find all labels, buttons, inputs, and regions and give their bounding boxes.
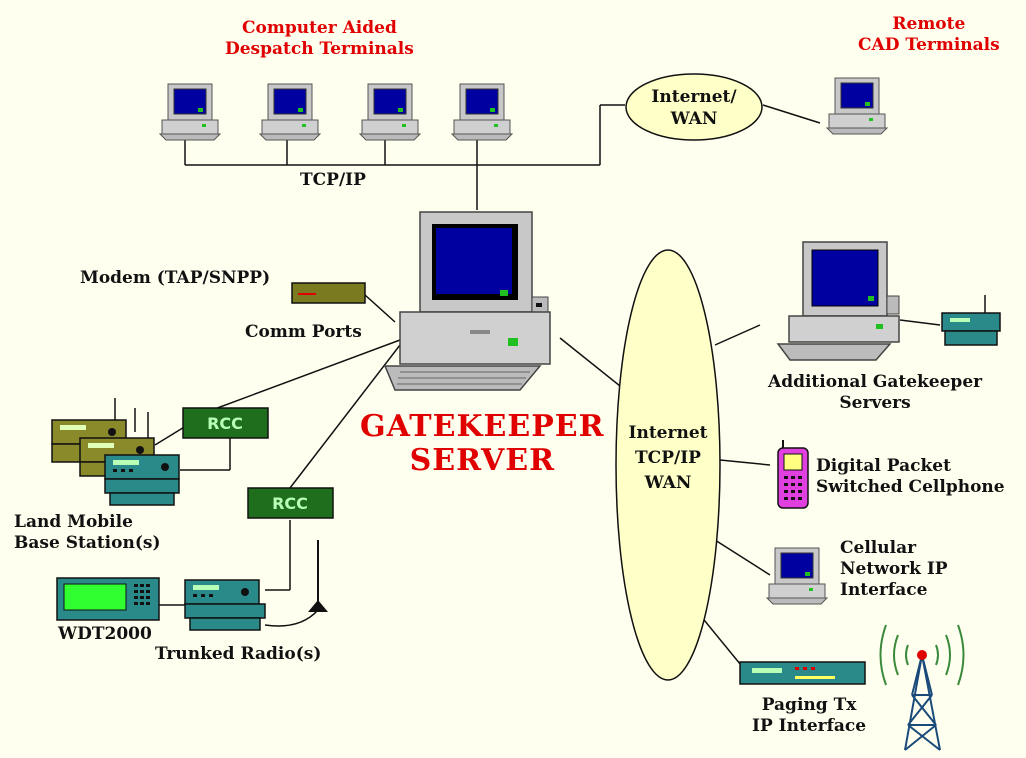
cad-terminals-title: Computer Aided Despatch Terminals: [225, 18, 414, 59]
computer-icon: [159, 83, 221, 141]
radio-icon: [184, 579, 266, 631]
remote-cad-title: Remote CAD Terminals: [858, 14, 1000, 55]
additional-gatekeeper-label: Additional Gatekeeper Servers: [768, 372, 983, 413]
computer-icon: [359, 83, 421, 141]
rcc-box-icon: RCC: [182, 407, 269, 439]
modem-label: Modem (TAP/SNPP): [80, 268, 271, 288]
radio-icon: [941, 295, 1001, 346]
wdt2000-label: WDT2000: [58, 624, 152, 644]
modem-icon: [291, 282, 366, 304]
computer-icon: [826, 77, 888, 135]
tcpip-label: TCP/IP: [300, 170, 366, 190]
internet-wan-label-line2: WAN: [670, 109, 718, 129]
radio-icon: [51, 398, 180, 506]
internet-tcpip-wan-cloud: [615, 249, 721, 681]
antenna-icon: [308, 540, 328, 612]
cellular-network-label: Cellular Network IP Interface: [840, 538, 948, 600]
rcc-label-2: RCC: [272, 494, 308, 513]
rcc-label-1: RCC: [207, 414, 243, 433]
wan-label-line3: WAN: [644, 473, 692, 493]
cellphone-icon: [777, 440, 809, 509]
computer-icon: [259, 83, 321, 141]
internet-wan-cloud: [625, 73, 763, 141]
internet-wan-label-line1: Internet/: [651, 87, 737, 107]
computer-icon: [451, 83, 513, 141]
trunked-radio-label: Trunked Radio(s): [155, 644, 322, 664]
cellphone-label: Digital Packet Switched Cellphone: [816, 456, 1005, 497]
paging-transmitter-icon: [739, 661, 866, 685]
server-icon: [383, 211, 551, 391]
computer-icon: [766, 547, 828, 605]
rcc-box-icon: RCC: [247, 487, 334, 519]
computer-icon: [776, 241, 900, 361]
tower-beacon-icon: [917, 650, 927, 660]
paging-tx-label: Paging Tx IP Interface: [752, 695, 867, 736]
gatekeeper-server-title: GATEKEEPER SERVER: [360, 409, 605, 478]
wan-label-line1: Internet: [629, 423, 708, 443]
comm-ports-label: Comm Ports: [245, 322, 362, 342]
wan-label-line2: TCP/IP: [635, 448, 701, 468]
wdt-terminal-icon: [56, 577, 160, 621]
land-mobile-label: Land Mobile Base Station(s): [14, 512, 161, 553]
antenna-tower-icon: [879, 624, 965, 751]
